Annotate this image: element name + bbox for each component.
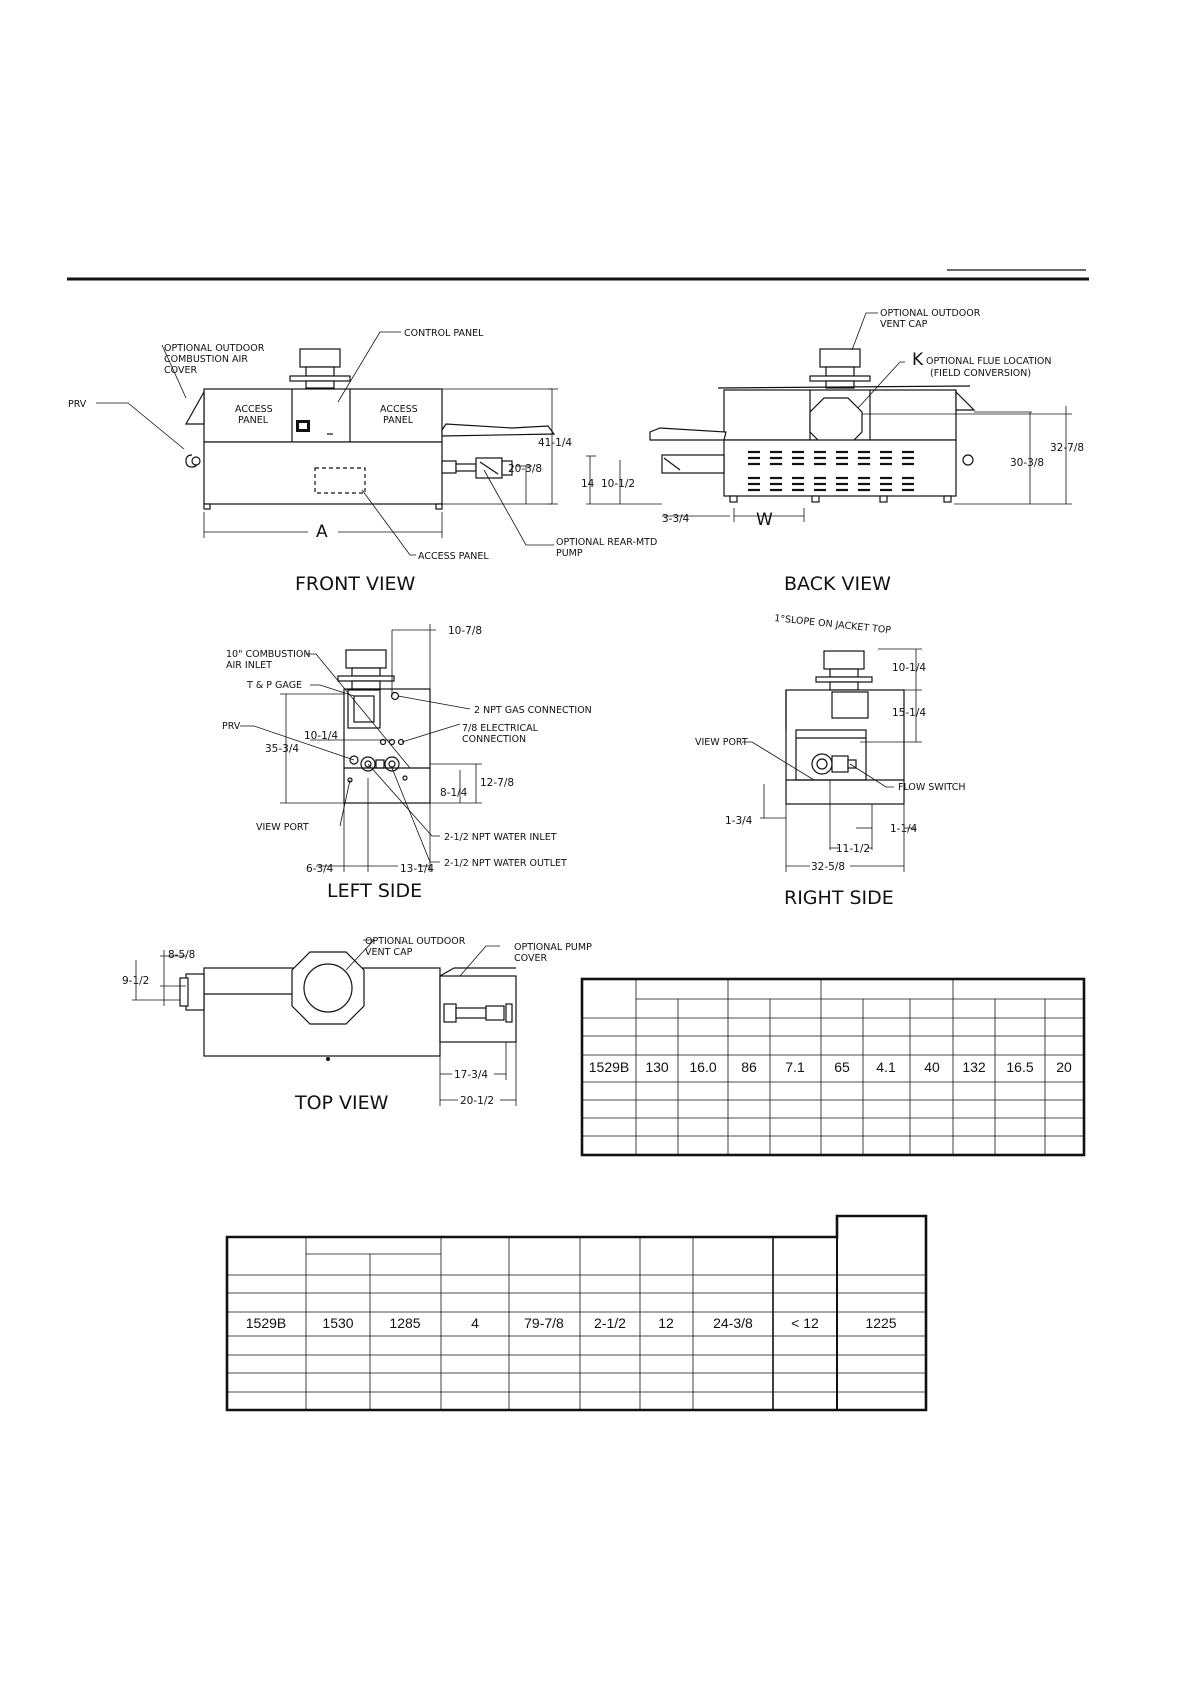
label: CONTROL PANEL [404,328,484,339]
ratings-table: 1529B 130 16.0 86 7.1 65 4.1 40 132 16.5… [580,977,1086,1157]
table-cell: 24-3/8 [713,1315,753,1331]
front-view-labels: OPTIONAL OUTDOOR COMBUSTION AIR COVER PR… [68,328,657,595]
table-cell: 2-1/2 [594,1315,626,1331]
label: VENT CAP [880,319,928,330]
table-cell: 132 [962,1059,986,1075]
label: AIR INLET [226,660,272,671]
label: 2-1/2 NPT WATER INLET [444,832,557,843]
table-cell: 4.1 [876,1059,896,1075]
label: ACCESS PANEL [418,551,489,562]
label: VIEW PORT [256,822,309,833]
table-cell: < 12 [791,1315,819,1331]
right-side-view [742,648,922,872]
view-title: LEFT SIDE [327,880,422,902]
label: OPTIONAL FLUE LOCATION [926,356,1051,367]
dim-label: 35-3/4 [265,743,299,755]
table-cell: 12 [658,1315,674,1331]
label: 10" COMBUSTION [226,649,310,660]
dim-label: 8-5/8 [168,949,195,961]
dimensions-table: 1529B 1530 1285 4 79-7/8 2-1/2 12 24-3/8… [225,1214,928,1412]
left-side-labels: 10-7/8 10" COMBUSTION AIR INLET T & P GA… [222,625,592,902]
label: ACCESS [235,404,273,415]
dim-label: 17-3/4 [454,1069,488,1081]
dim-label: 20-1/2 [460,1095,494,1107]
table-cell: 65 [834,1059,850,1075]
dim-label: 32-5/8 [811,861,845,873]
dim-label: 10-1/4 [892,662,926,674]
top-view [132,939,517,1106]
label: PRV [68,399,87,410]
label: (FIELD CONVERSION) [930,368,1031,379]
table-cell: 86 [741,1059,757,1075]
top-view-labels: 8-5/8 9-1/2 OPTIONAL OUTDOOR VENT CAP OP… [122,936,592,1114]
dim-label: 30-3/8 [1010,457,1044,469]
label: OPTIONAL OUTDOOR [880,308,981,319]
label: OPTIONAL REAR-MTD [556,537,657,548]
dim-label: 10-1/2 [601,478,635,490]
label: PANEL [383,415,414,426]
table-cell: 1530 [322,1315,353,1331]
label: 2 NPT GAS CONNECTION [474,705,592,716]
table-cell: 16.5 [1006,1059,1033,1075]
table-cell: 1225 [865,1315,896,1331]
view-title: TOP VIEW [294,1092,389,1114]
louvres [748,450,914,492]
table-cell: 4 [471,1315,479,1331]
label: ACCESS [380,404,418,415]
table-cell: 7.1 [785,1059,805,1075]
dim-label: 3-3/4 [662,513,690,525]
dim-label: 13-1/4 [400,863,434,875]
table-cell-model: 1529B [246,1315,286,1331]
dim-label: 11-1/2 [836,843,870,855]
label: FLOW SWITCH [898,782,966,793]
dim-label: A [316,522,328,542]
dim-label: 10-1/4 [304,730,338,742]
dim-label: 1-3/4 [725,815,753,827]
label: VIEW PORT [695,737,748,748]
dim-label: 6-3/4 [306,863,334,875]
label: PANEL [238,415,269,426]
table-cell: 79-7/8 [524,1315,564,1331]
label: PRV [222,721,241,732]
label: 1°SLOPE ON JACKET TOP [774,613,892,636]
view-title: FRONT VIEW [295,573,416,595]
view-title: BACK VIEW [784,573,891,595]
table-cell: 20 [1056,1059,1072,1075]
dim-label: 10-7/8 [448,625,482,637]
left-side-view [240,624,482,872]
dim-label: K [912,350,924,370]
dim-label: 41-1/4 [538,437,572,449]
label: OPTIONAL PUMP [514,942,592,953]
table-cell: 130 [645,1059,669,1075]
table-cell: 40 [924,1059,940,1075]
dim-label: 32-7/8 [1050,442,1084,454]
label: VENT CAP [365,947,413,958]
label: 2-1/2 NPT WATER OUTLET [444,858,567,869]
dim-label: 15-1/4 [892,707,926,719]
label: COVER [164,365,197,376]
back-view-labels: OPTIONAL OUTDOOR VENT CAP K OPTIONAL FLU… [581,308,1084,595]
dim-label: 9-1/2 [122,975,149,987]
label: OPTIONAL OUTDOOR [365,936,466,947]
table-cell-model: 1529B [589,1059,629,1075]
table-cell: 1285 [389,1315,420,1331]
dim-label: 12-7/8 [480,777,514,789]
table-cell: 16.0 [689,1059,716,1075]
label: T & P GAGE [246,680,302,691]
dim-label: 8-1/4 [440,787,468,799]
view-title: RIGHT SIDE [784,887,894,909]
label: 7/8 ELECTRICAL [462,723,539,734]
front-view [96,331,558,556]
label: OPTIONAL OUTDOOR [164,343,265,354]
label: COMBUSTION AIR [164,354,248,365]
label: CONNECTION [462,734,526,745]
back-view [586,312,1072,522]
dim-label: W [756,510,773,530]
dim-label: 1-1/4 [890,823,918,835]
dim-label: 20-3/8 [508,463,542,475]
label: PUMP [556,548,583,559]
label: COVER [514,953,547,964]
dim-label: 14 [581,478,595,490]
